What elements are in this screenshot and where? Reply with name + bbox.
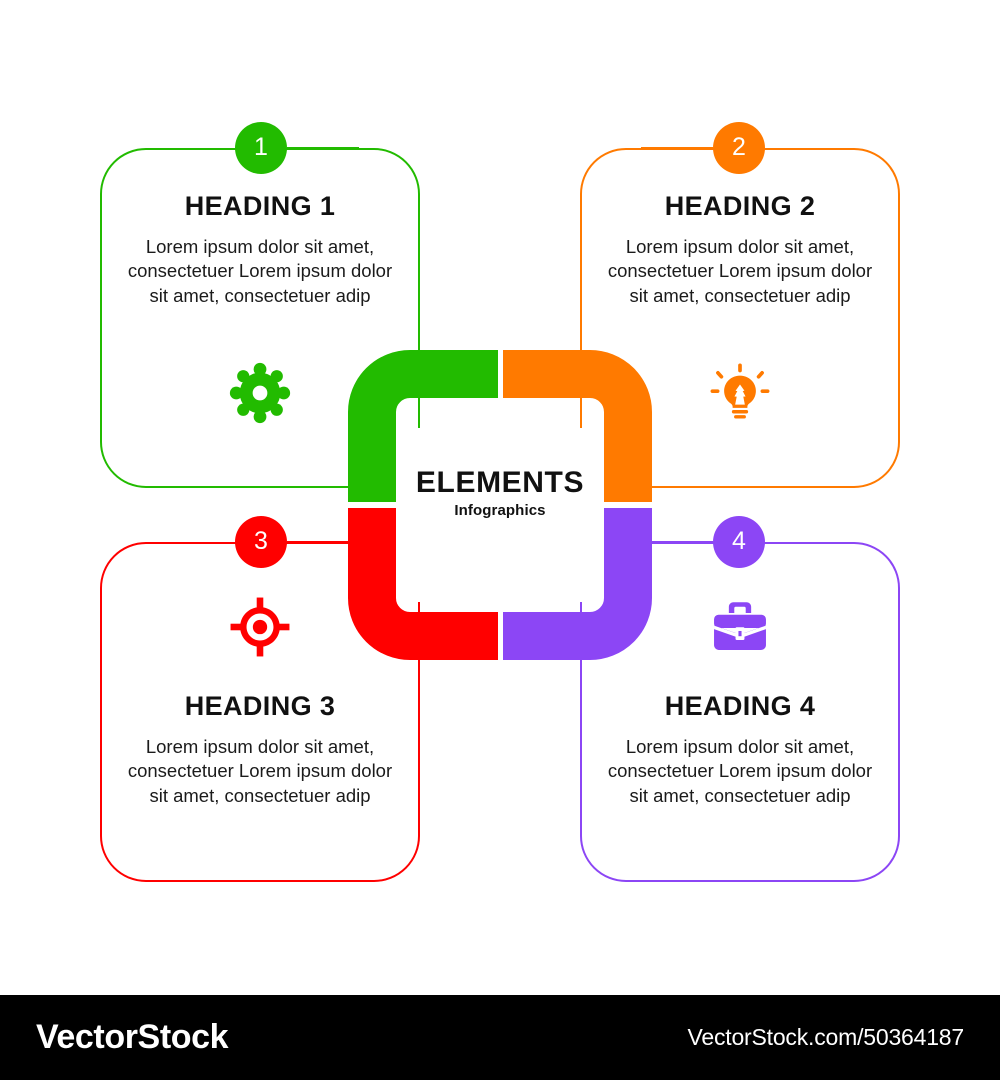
center-label: ELEMENTS Infographics	[348, 466, 652, 519]
vectorstock-logo: VectorStock	[36, 1018, 229, 1056]
panel-body-3: Lorem ipsum dolor sit amet, consectetuer…	[127, 735, 393, 806]
watermark-bar: VectorStock VectorStock.com/50364187	[0, 995, 1000, 1080]
panel-text-4: HEADING 4 Lorem ipsum dolor sit amet, co…	[582, 691, 898, 808]
panel-icon-wrap-3	[102, 596, 418, 658]
panel-heading-2: HEADING 2	[664, 191, 816, 221]
panel-text-3: HEADING 3 Lorem ipsum dolor sit amet, co…	[102, 691, 418, 808]
briefcase-icon	[714, 602, 766, 650]
vectorstock-url: VectorStock.com/50364187	[687, 1024, 965, 1050]
panel-badge-4[interactable]: 4	[713, 516, 765, 568]
panel-connector-3	[287, 541, 359, 543]
artboard: HEADING 1 Lorem ipsum dolor sit amet, co…	[100, 122, 900, 882]
panel-badge-label-1: 1	[254, 132, 268, 161]
panel-icon-wrap-2	[582, 362, 898, 424]
gear-icon	[229, 362, 291, 424]
center-title: ELEMENTS	[415, 466, 585, 499]
panel-body-4: Lorem ipsum dolor sit amet, consectetuer…	[607, 735, 873, 806]
target-icon	[230, 597, 290, 657]
lightbulb-icon	[710, 363, 770, 419]
panel-icon-wrap-4	[582, 596, 898, 658]
panel-badge-label-3: 3	[254, 526, 268, 555]
panel-connector-2	[641, 147, 713, 149]
panel-text-1: HEADING 1 Lorem ipsum dolor sit amet, co…	[102, 191, 418, 308]
panel-icon-wrap-1	[102, 362, 418, 424]
panel-badge-1[interactable]: 1	[235, 122, 287, 174]
panel-heading-1: HEADING 1	[184, 191, 336, 221]
center-arm-green	[348, 350, 500, 505]
panel-body-2: Lorem ipsum dolor sit amet, consectetuer…	[607, 235, 873, 306]
panel-body-1: Lorem ipsum dolor sit amet, consectetuer…	[127, 235, 393, 306]
center-seam-horizontal	[348, 502, 652, 508]
panel-heading-3: HEADING 3	[184, 691, 336, 721]
panel-badge-label-4: 4	[732, 526, 746, 555]
center-arm-red	[348, 505, 500, 660]
panel-heading-4: HEADING 4	[664, 691, 816, 721]
center-emblem: ELEMENTS Infographics	[348, 350, 652, 660]
panel-text-2: HEADING 2 Lorem ipsum dolor sit amet, co…	[582, 191, 898, 308]
center-arm-orange	[500, 350, 652, 505]
panel-badge-label-2: 2	[732, 132, 746, 161]
panel-connector-1	[287, 147, 359, 149]
panel-badge-3[interactable]: 3	[235, 516, 287, 568]
center-subtitle: Infographics	[454, 502, 546, 519]
center-arm-purple	[500, 505, 652, 660]
panel-connector-4	[641, 541, 713, 543]
panel-badge-2[interactable]: 2	[713, 122, 765, 174]
